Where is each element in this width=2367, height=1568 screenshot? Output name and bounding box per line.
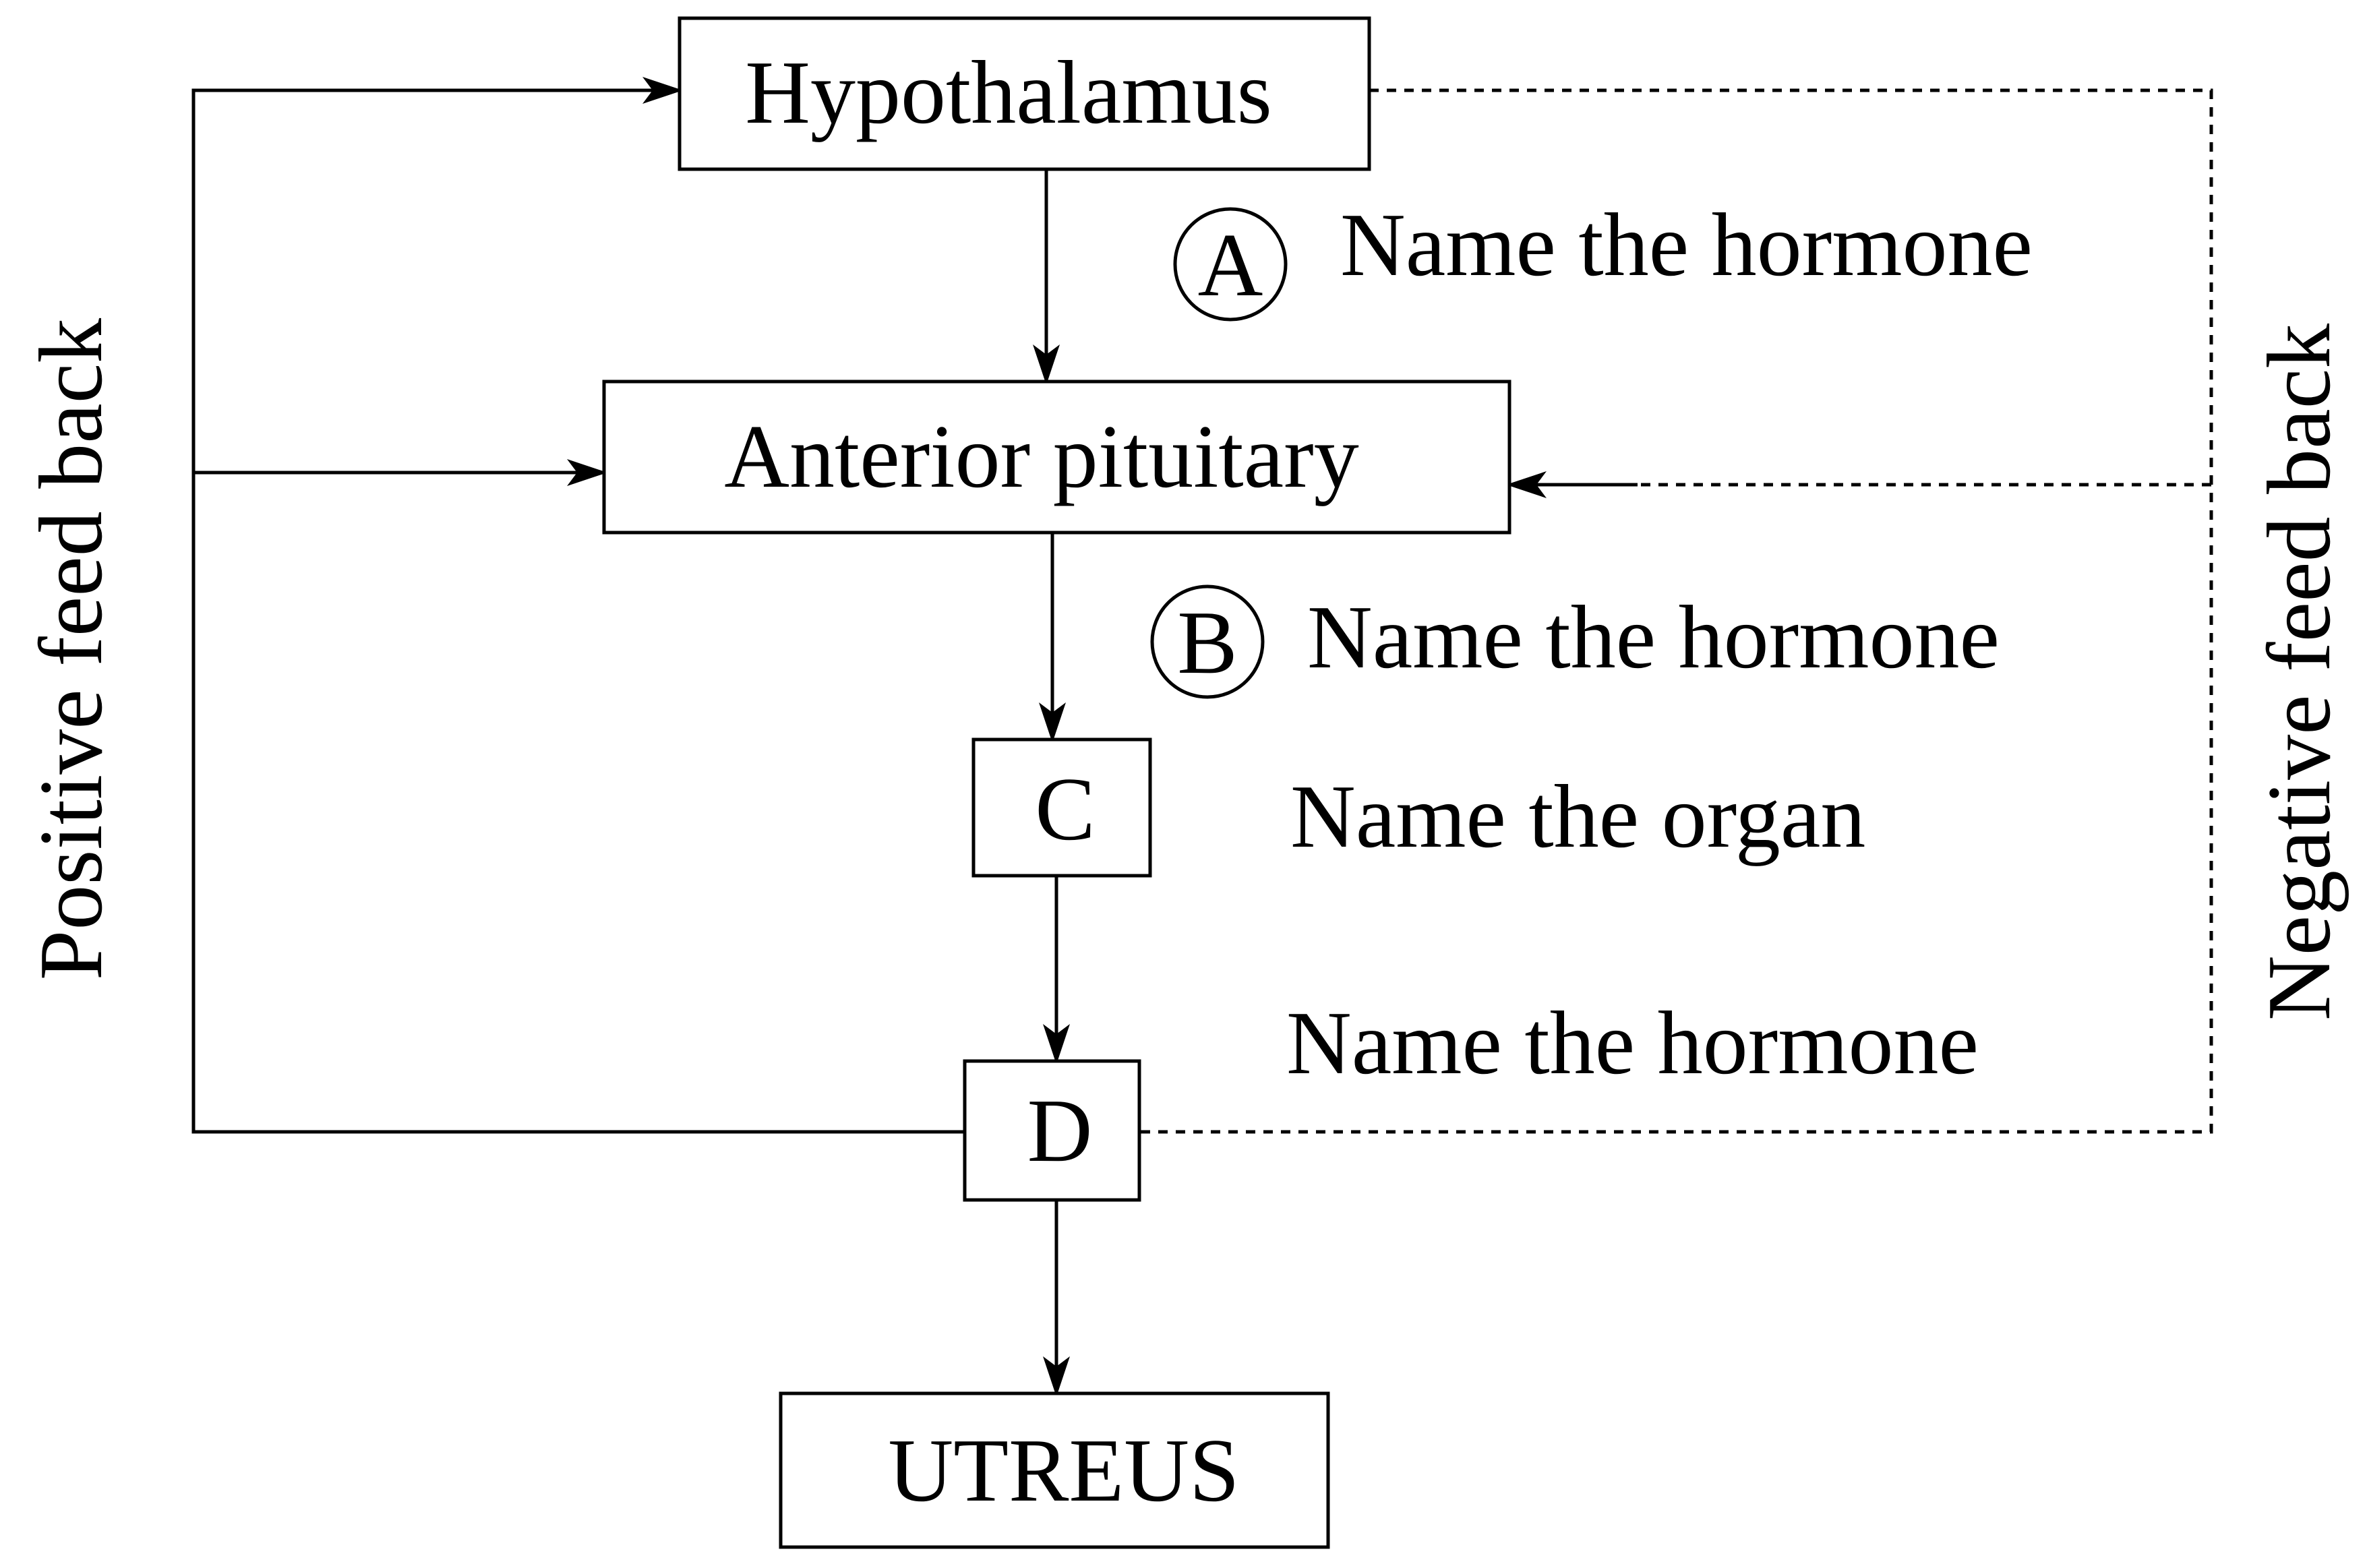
a-question: Name the hormone: [1340, 195, 2033, 295]
negative-feedback-label: Negative feed back: [2249, 324, 2349, 1021]
annotation-b: B Name the hormone: [1150, 584, 2000, 699]
a-circle-marker: [1173, 207, 1288, 322]
positive-feedback-label: Positive feed back: [21, 318, 121, 980]
anterior-pituitary-label: Anterior pituitary: [724, 406, 1358, 506]
positive-feedback-lines: [191, 77, 965, 1134]
negative-feedback-lines: [1139, 88, 2213, 1134]
flow-arrows: [1033, 169, 1070, 1397]
b-marker-label: B: [1177, 593, 1237, 692]
hypothalamus-label: Hypothalamus: [745, 42, 1272, 142]
uterus-box: UTREUS: [779, 1391, 1330, 1549]
c-label: C: [1035, 759, 1095, 859]
c-box: C: [971, 737, 1152, 878]
a-marker-label: A: [1198, 215, 1263, 315]
annotation-a: A Name the hormone: [1173, 195, 2033, 322]
b-circle-marker: [1150, 584, 1265, 699]
hypothalamus-box: Hypothalamus: [678, 16, 1371, 171]
d-label: D: [1027, 1081, 1093, 1180]
c-question: Name the organ: [1290, 766, 1865, 866]
uterus-label: UTREUS: [888, 1420, 1239, 1520]
b-question: Name the hormone: [1307, 587, 2000, 687]
anterior-pituitary-box: Anterior pituitary: [602, 380, 1511, 535]
d-question: Name the hormone: [1286, 993, 1979, 1093]
d-box: D: [963, 1059, 1141, 1202]
